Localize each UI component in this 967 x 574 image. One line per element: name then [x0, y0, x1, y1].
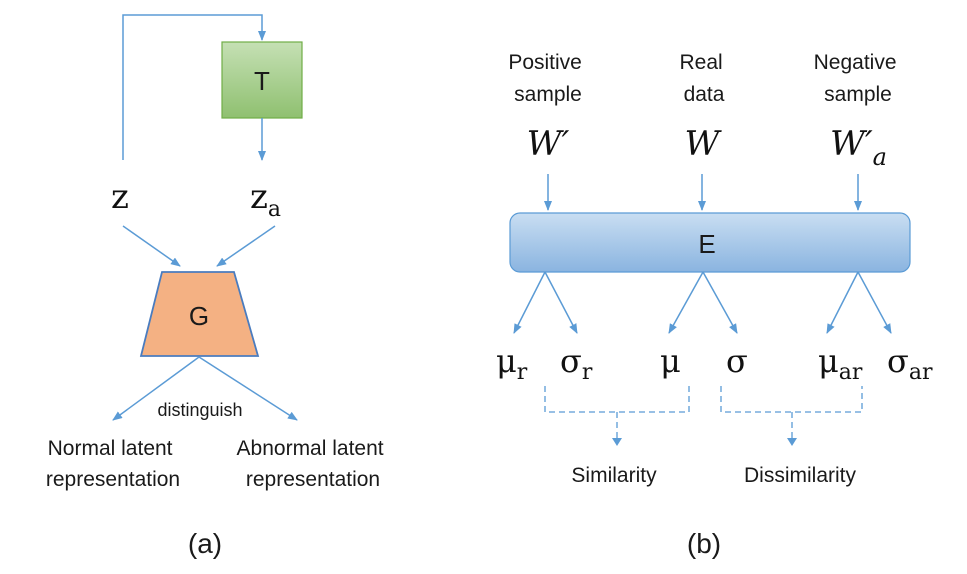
encoder-to-sigma-arrow: [702, 271, 738, 334]
encoder-to-sigma-ar-arrow: [857, 271, 892, 334]
input-z-label: z: [111, 177, 129, 217]
z-to-g-arrow: [122, 225, 181, 267]
distinguish-label: distinguish: [157, 400, 242, 420]
mu-symbol: μ: [660, 342, 681, 380]
similarity-label: Similarity: [571, 464, 657, 487]
transform-block-t-label: T: [254, 66, 270, 96]
g-to-normal-arrow: [112, 356, 200, 421]
positive-sample-label: Positive sample: [508, 51, 587, 106]
real-data-symbol: W: [685, 124, 723, 164]
similarity-arrowhead: [612, 438, 622, 446]
mu-r-symbol: μr: [496, 342, 528, 385]
za-to-g-arrow: [216, 225, 276, 267]
negative-sample-symbol: W′a: [830, 124, 887, 171]
similarity-bracket: [544, 386, 690, 440]
dissimilarity-bracket: [720, 386, 863, 440]
real-data-label: Real data: [679, 51, 728, 106]
abnormal-latent-label: Abnormal latent representation: [237, 437, 390, 491]
mu-ar-symbol: μar: [818, 342, 863, 385]
encoder-to-sigma-r-arrow: [544, 271, 578, 334]
panel-b: Positive sample Real data Negative sampl…: [496, 51, 933, 559]
sigma-ar-symbol: σar: [887, 342, 933, 385]
panel-a-caption: (a): [188, 528, 222, 559]
generator-block-g-label: G: [189, 301, 209, 331]
normal-latent-label: Normal latent representation: [46, 437, 180, 491]
panel-a: T z za G distinguish Normal latent repre…: [46, 14, 390, 559]
sigma-symbol: σ: [726, 342, 748, 380]
encoder-block-e-label: E: [698, 229, 715, 259]
dissimilarity-label: Dissimilarity: [744, 464, 856, 487]
g-to-abnormal-arrow: [198, 356, 298, 421]
positive-sample-symbol: W′: [527, 124, 570, 164]
z-to-t-connector: [122, 14, 266, 160]
input-za-label: za: [250, 177, 281, 222]
encoder-block-e: [509, 212, 911, 273]
negative-sample-label: Negative sample: [814, 51, 903, 106]
encoder-to-mu-arrow: [668, 271, 704, 334]
sigma-r-symbol: σr: [560, 342, 593, 385]
dissimilarity-arrowhead: [787, 438, 797, 446]
encoder-to-mu-r-arrow: [513, 271, 546, 334]
panel-b-caption: (b): [687, 528, 721, 559]
encoder-to-mu-ar-arrow: [826, 271, 859, 334]
generator-block-g: [139, 271, 260, 357]
